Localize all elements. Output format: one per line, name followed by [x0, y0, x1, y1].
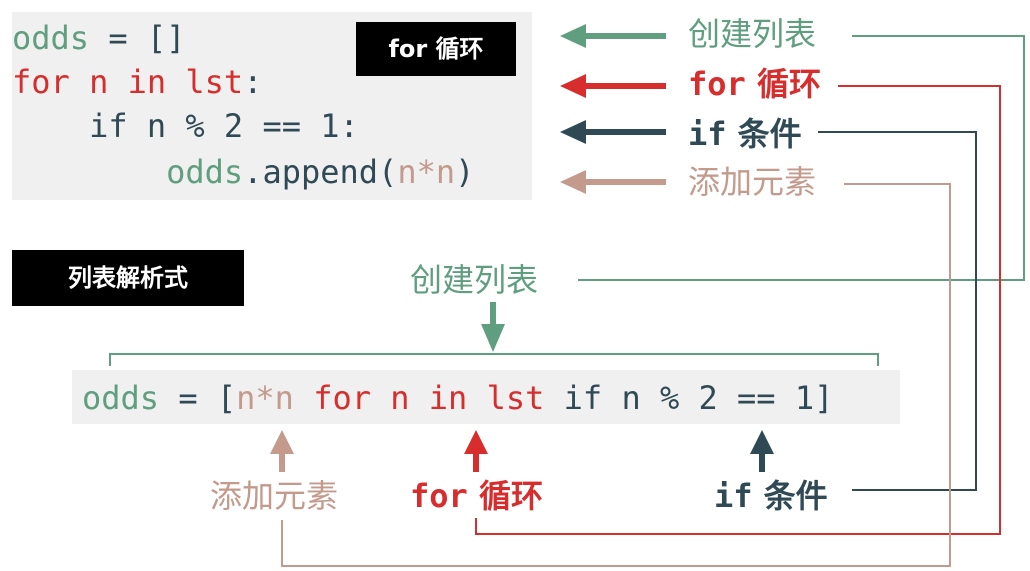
comp-label-if-text: 条件: [752, 477, 828, 515]
right-label-if-condition: if 条件: [688, 112, 802, 156]
comp-label-add-element: 添加元素: [210, 477, 339, 515]
comp-label-if-keyword: if: [714, 477, 753, 515]
arrow-for-loop-up: [464, 430, 488, 472]
code-element-expr: n*n: [397, 153, 456, 191]
comp-label-create-list: 创建列表: [410, 261, 539, 299]
code-assign-empty-list: = []: [89, 19, 186, 57]
right-label-for-loop: for 循环: [688, 62, 821, 106]
code-if-clause: if n % 2 == 1:: [12, 107, 359, 145]
arrow-if-condition-right: [560, 120, 666, 144]
code-append-call: .append(: [243, 153, 398, 191]
right-label-add-element: 添加元素: [688, 163, 817, 201]
for-loop-tag: for 循环: [356, 22, 516, 76]
list-comprehension-tag: 列表解析式: [12, 250, 244, 306]
compr-if-clause: if n % 2 == 1: [544, 379, 815, 417]
code-close-paren: ): [455, 153, 475, 191]
compr-assign-open: = [: [159, 379, 237, 417]
arrow-add-element-right: [560, 170, 666, 194]
compr-for-clause: for n in lst: [313, 379, 545, 417]
code-odds-var-append: odds: [166, 153, 244, 191]
right-label-for-keyword: for: [688, 65, 746, 103]
comp-label-for-loop: for 循环: [410, 474, 543, 518]
compr-odds-var: odds: [82, 379, 160, 417]
comp-label-for-keyword: for: [410, 477, 468, 515]
code-odds-var: odds: [12, 19, 90, 57]
code-for-clause: for n in lst: [12, 63, 244, 101]
code-colon: :: [243, 63, 263, 101]
arrow-create-list-down: [481, 302, 505, 352]
route-create-list: [578, 35, 1025, 281]
code-line-3: if n % 2 == 1:: [12, 104, 359, 148]
compr-element-expr: n*n: [236, 379, 294, 417]
right-label-create-list: 创建列表: [688, 15, 817, 53]
arrow-if-condition-up: [750, 430, 774, 472]
comp-label-if-condition: if 条件: [714, 474, 828, 518]
route-add-element: [281, 183, 951, 567]
right-label-if-text: 条件: [726, 115, 802, 153]
right-label-if-keyword: if: [688, 115, 727, 153]
compr-close-bracket: ]: [814, 379, 834, 417]
comprehension-bracket: [109, 353, 879, 366]
route-for-loop: [475, 85, 1001, 535]
comprehension-code-line: odds = [n*n for n in lst if n % 2 == 1]: [82, 376, 833, 420]
code-line-4: odds.append(n*n): [12, 150, 474, 194]
arrow-create-list-right: [560, 24, 666, 48]
right-label-for-text: 循环: [745, 65, 821, 103]
route-if-condition: [818, 131, 977, 491]
comp-label-for-text: 循环: [467, 477, 543, 515]
code-line-1: odds = []: [12, 16, 185, 60]
arrow-add-element-up: [270, 430, 294, 472]
code-line-2: for n in lst:: [12, 60, 262, 104]
comprehension-code-block: [72, 370, 900, 424]
arrow-for-loop-right: [560, 74, 666, 98]
